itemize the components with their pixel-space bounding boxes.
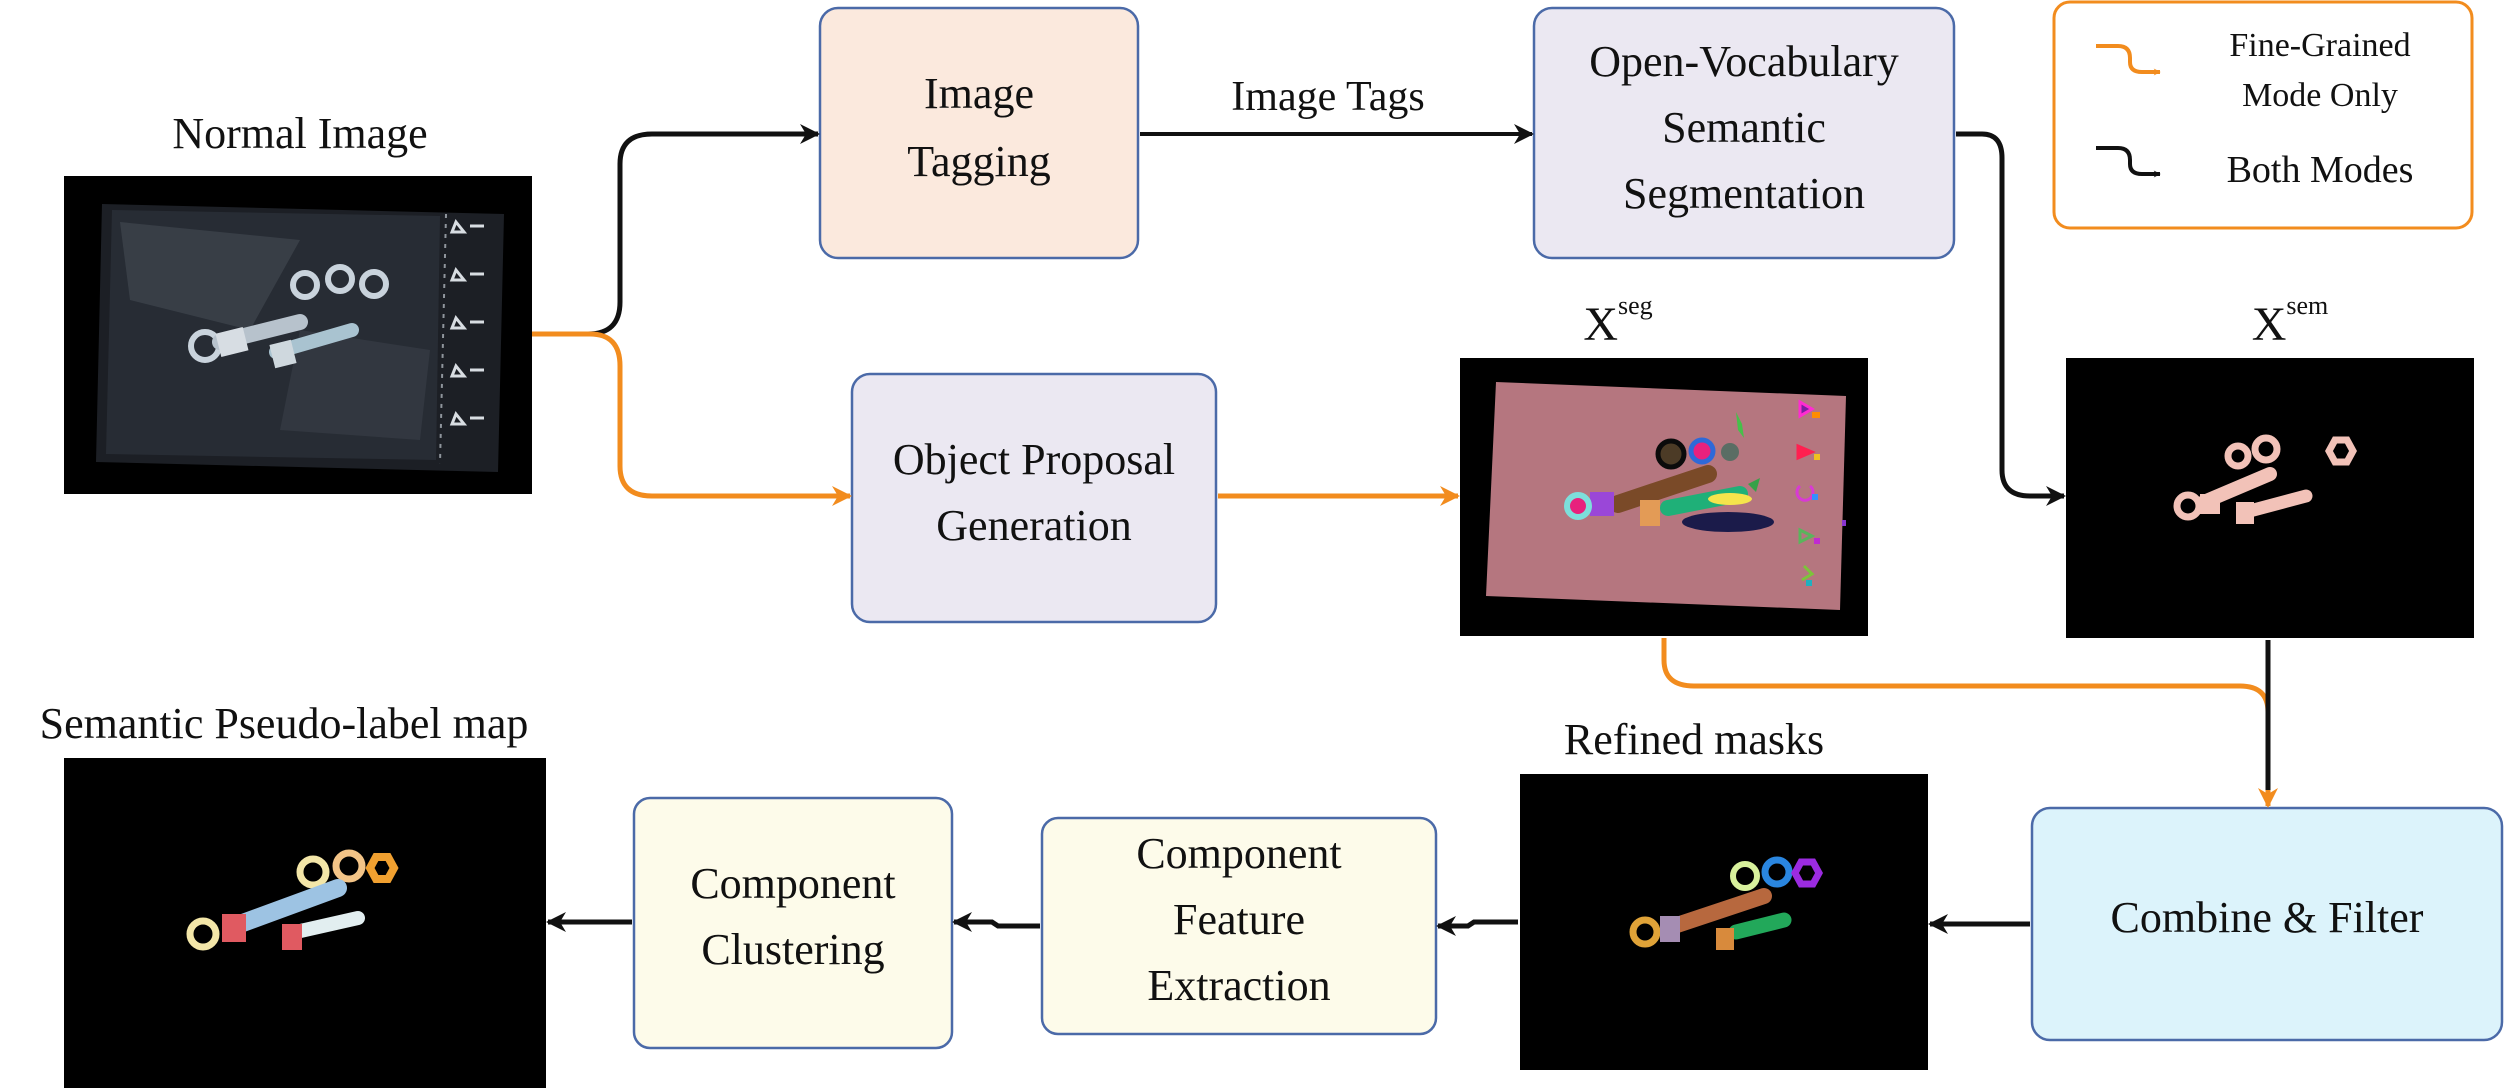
component-clustering-box: Component Clustering bbox=[632, 796, 954, 1050]
refined-masks-image bbox=[1520, 774, 1928, 1070]
x-sem-image bbox=[2066, 358, 2474, 638]
combine-filter-box: Combine & Filter bbox=[2030, 806, 2504, 1042]
object-proposal-generation-box: Object Proposal Generation bbox=[850, 372, 1218, 624]
edge-extraction-to-clustering bbox=[952, 912, 1040, 932]
legend: Fine-Grained Mode Only Both Modes bbox=[2052, 0, 2474, 230]
pseudo-label-map-title: Semantic Pseudo-label map bbox=[40, 699, 529, 748]
open-vocab-label-3: Segmentation bbox=[1623, 169, 1865, 218]
image-tagging-box: Image Tagging bbox=[818, 6, 1140, 260]
legend-black-arrow-icon bbox=[2096, 146, 2161, 178]
normal-image bbox=[64, 176, 532, 494]
pseudo-label-map-image bbox=[64, 758, 546, 1088]
legend-both-modes: Both Modes bbox=[2227, 149, 2414, 191]
refined-masks-title: Refined masks bbox=[1564, 715, 1824, 764]
feature-extraction-label-2: Feature bbox=[1173, 895, 1305, 944]
combine-filter-label: Combine & Filter bbox=[2111, 893, 2424, 942]
object-proposal-label-1: Object Proposal bbox=[893, 435, 1175, 484]
clustering-label-2: Clustering bbox=[701, 925, 884, 974]
component-feature-extraction-box: Component Feature Extraction bbox=[1040, 816, 1438, 1036]
image-tags-edge-label: Image Tags bbox=[1231, 74, 1424, 120]
normal-image-title: Normal Image bbox=[172, 109, 427, 158]
legend-fine-grained-line-2: Mode Only bbox=[2242, 77, 2398, 114]
x-seg-title: Xseg bbox=[1583, 291, 1652, 351]
feature-extraction-label-1: Component bbox=[1136, 829, 1341, 878]
legend-orange-arrow-icon bbox=[2096, 44, 2161, 76]
clustering-label-1: Component bbox=[690, 859, 895, 908]
edge-refined-to-extraction bbox=[1436, 916, 1518, 936]
x-seg-image bbox=[1460, 358, 1868, 636]
edge-normal-to-proposal bbox=[532, 331, 852, 506]
open-vocab-label-2: Semantic bbox=[1662, 103, 1826, 152]
legend-fine-grained-line-1: Fine-Grained bbox=[2229, 27, 2410, 64]
image-tagging-label-1: Image bbox=[924, 69, 1034, 118]
edge-openvocab-to-xsem bbox=[1956, 131, 2066, 506]
open-vocab-label-1: Open-Vocabulary bbox=[1589, 37, 1899, 86]
feature-extraction-label-3: Extraction bbox=[1147, 961, 1330, 1010]
x-sem-title: Xsem bbox=[2252, 291, 2329, 351]
open-vocabulary-segmentation-box: Open-Vocabulary Semantic Segmentation bbox=[1532, 6, 1956, 260]
object-proposal-label-2: Generation bbox=[936, 501, 1131, 550]
edge-normal-to-tagging bbox=[532, 124, 820, 337]
image-tagging-label-2: Tagging bbox=[907, 137, 1051, 186]
